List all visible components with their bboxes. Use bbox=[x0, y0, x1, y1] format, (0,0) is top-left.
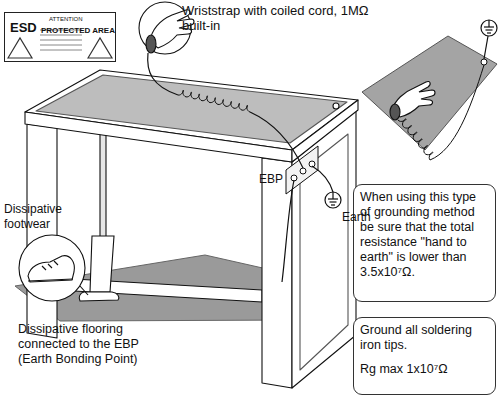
earth-symbol bbox=[325, 192, 341, 208]
note-box: Ground all soldering iron tips. Rg max 1x… bbox=[353, 317, 496, 395]
note-text: Ground all soldering iron tips. bbox=[360, 323, 489, 353]
esd-sign-artwork bbox=[4, 12, 116, 62]
footwear-callout bbox=[42, 261, 58, 270]
workbench bbox=[25, 112, 292, 162]
workbench bbox=[333, 103, 339, 109]
note-box: When using this type of grounding method… bbox=[353, 184, 496, 302]
coiled-cord bbox=[178, 90, 250, 112]
earth-symbol bbox=[332, 192, 333, 199]
part-name: Earth bbox=[342, 210, 382, 225]
mat-hand bbox=[390, 104, 400, 120]
bench-mat bbox=[362, 36, 497, 150]
ground-wires bbox=[312, 166, 333, 192]
operator-leg bbox=[80, 286, 88, 295]
workbench bbox=[292, 100, 358, 162]
callout-text: Dissipative footwear bbox=[4, 202, 84, 232]
esd-sign-artwork bbox=[40, 45, 82, 46]
callout-text: Dissipative flooring connected to the EB… bbox=[18, 322, 158, 367]
workbench bbox=[57, 278, 262, 302]
part-name: EBP bbox=[259, 172, 289, 187]
footwear-callout bbox=[28, 279, 73, 281]
ground-wires bbox=[282, 180, 294, 282]
esd-sign-artwork bbox=[4, 12, 116, 62]
coiled-cord bbox=[178, 65, 484, 160]
bench-mat bbox=[362, 36, 497, 150]
note-text: When using this type of grounding method… bbox=[360, 190, 489, 280]
footwear-callout bbox=[19, 235, 85, 301]
mat-earth-symbol bbox=[484, 36, 488, 59]
ground-wires bbox=[250, 112, 303, 168]
esd-sign-artwork bbox=[88, 38, 112, 58]
coiled-cord bbox=[398, 119, 433, 160]
earth-symbol bbox=[331, 204, 335, 205]
earth-symbol bbox=[330, 201, 337, 202]
operator-leg bbox=[90, 236, 114, 292]
callout-text: Wriststrap with coiled cord, 1MΩ built-i… bbox=[182, 3, 372, 33]
earth-symbol bbox=[325, 192, 341, 208]
mat-earth-symbol bbox=[486, 29, 493, 30]
mat-earth-symbol bbox=[484, 26, 494, 27]
ground-wires bbox=[148, 53, 178, 95]
mat-hand bbox=[390, 81, 435, 120]
esd-sign-artwork bbox=[8, 38, 32, 58]
coiled-cord bbox=[430, 65, 484, 160]
mat-earth-symbol bbox=[481, 20, 497, 36]
sign-text: ATTENTION bbox=[49, 15, 83, 23]
footwear-callout bbox=[19, 235, 85, 301]
earth-symbol bbox=[328, 198, 338, 199]
ground-wires bbox=[148, 53, 333, 282]
earth-bonding-point bbox=[286, 146, 318, 194]
esd-sign-artwork bbox=[40, 50, 82, 51]
workbench bbox=[36, 75, 347, 143]
note-text: Rg max 1x10⁷Ω bbox=[360, 362, 489, 377]
bench-mat bbox=[481, 59, 487, 65]
mat-earth-symbol bbox=[481, 20, 497, 59]
esd-sign-artwork bbox=[40, 40, 82, 41]
sign-text: PROTECTED AREA bbox=[41, 26, 115, 36]
earth-bonding-point bbox=[300, 168, 306, 174]
wriststrap-callout bbox=[146, 35, 156, 53]
mat-earth-symbol bbox=[488, 20, 489, 27]
operator-leg bbox=[79, 292, 119, 301]
mat-earth-symbol bbox=[487, 32, 491, 33]
footwear-callout bbox=[28, 256, 74, 282]
earth-bonding-point bbox=[286, 146, 318, 194]
sign-text: ESD bbox=[10, 20, 37, 35]
warning-sign: ATTENTION ESD PROTECTED AREA bbox=[4, 12, 116, 62]
